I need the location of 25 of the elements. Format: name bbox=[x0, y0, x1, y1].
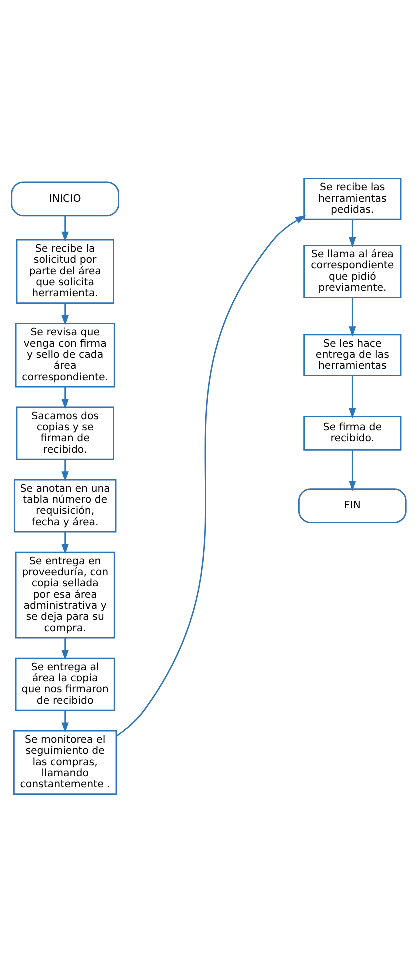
node-box: Se llama al área correspondiente que pidió previamente. bbox=[304, 244, 402, 298]
node-box: Se firma de recibido. bbox=[304, 416, 402, 451]
node-box: Se les hace entrega de las herramientas bbox=[304, 334, 402, 377]
node-box: Se recibe las herramientas pedidas. bbox=[304, 178, 402, 220]
arrow bbox=[62, 532, 69, 555]
node-box: FIN bbox=[298, 488, 407, 524]
node-box: Sacamos dos copias y se firman de recibido. bbox=[16, 406, 114, 460]
arrow bbox=[62, 638, 69, 660]
node-box: Se entrega al área la copia que nos firmaron de recibido bbox=[15, 658, 116, 712]
arrow bbox=[62, 460, 69, 482]
node-box: Se recibe la solicitud por parte del área que solicita herramienta. bbox=[16, 239, 114, 304]
arrow bbox=[349, 298, 356, 337]
arrow bbox=[62, 216, 69, 242]
arrow bbox=[62, 303, 69, 326]
node-box: INICIO bbox=[11, 182, 120, 217]
node-box: Se anotan en una tabla número de requisición, fecha y área. bbox=[14, 479, 117, 533]
arrow bbox=[349, 220, 356, 248]
arrow bbox=[349, 376, 356, 419]
arrow bbox=[62, 710, 69, 733]
arrow bbox=[62, 387, 69, 410]
arrow bbox=[349, 450, 356, 492]
node-box: Se monitorea el seguimiento de las compras, llamando constantemente . bbox=[14, 730, 118, 795]
node-box: Se revisa que venga con firma y sello de cada área correspondiente. bbox=[15, 323, 116, 388]
node-box: Se entrega en proveeduría, con copia sellada por esa área administrativa y se deja para su compra. bbox=[15, 552, 116, 639]
arrow bbox=[116, 216, 306, 737]
